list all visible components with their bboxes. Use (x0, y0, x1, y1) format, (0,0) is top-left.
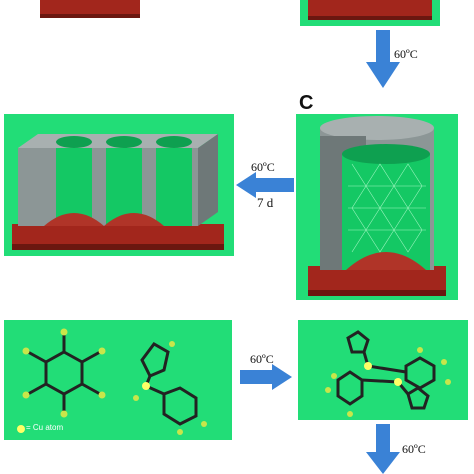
temp-label-a-to-b: 60ºC (250, 352, 274, 366)
arrow-right-icon (240, 364, 292, 390)
temp-label-c-to-d: 60ºC (251, 160, 275, 174)
panel-a-prime-molecules (17, 328, 207, 435)
panel-b-prime-box (298, 320, 468, 420)
temp-label-top: 60ºC (394, 47, 418, 61)
top-right-panel-remnant (300, 0, 440, 26)
cu-atom-legend: = Cu atom (26, 423, 64, 432)
time-label-c-to-d: 7 d (257, 195, 274, 210)
panel-a-prime-box (4, 320, 232, 440)
temp-label-bottom: 60ºC (402, 442, 426, 456)
arrow-down-bottom-icon (366, 424, 400, 474)
panel-label-c: C (299, 92, 314, 114)
panel-c-illustration (308, 116, 446, 296)
panel-b-prime-molecules (325, 330, 451, 417)
top-left-panel-remnant (40, 0, 140, 18)
arrow-down-icon (366, 30, 400, 88)
panel-d-illustration (12, 134, 224, 250)
arrow-left-icon (236, 172, 294, 198)
